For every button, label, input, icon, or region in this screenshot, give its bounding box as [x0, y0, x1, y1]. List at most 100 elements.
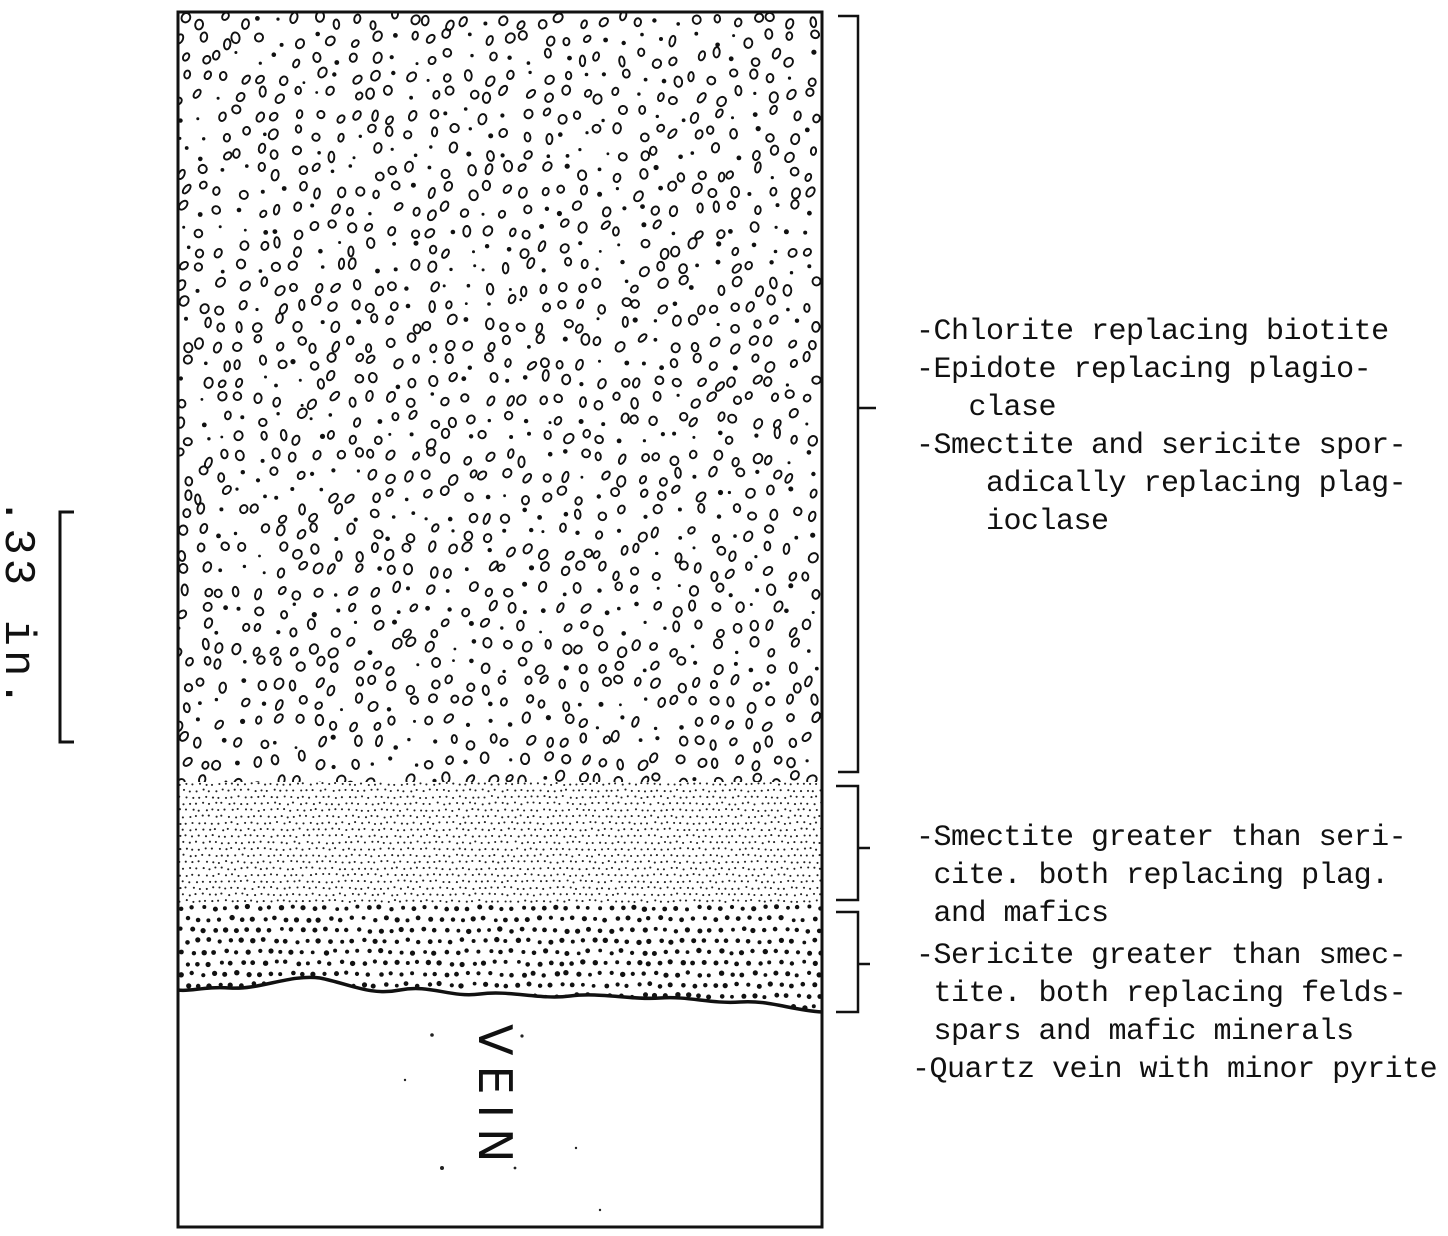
grain-mark	[196, 542, 206, 553]
stipple-dot	[558, 802, 561, 805]
stipple-dot	[484, 809, 487, 812]
stipple-dot	[410, 790, 413, 793]
coarse-dot	[209, 1006, 213, 1011]
stipple-dot	[448, 881, 451, 884]
stipple-dot	[818, 867, 821, 870]
grain-mark	[502, 669, 506, 674]
coarse-dot	[272, 915, 277, 921]
grain-mark	[352, 110, 362, 121]
stipple-dot	[744, 835, 747, 838]
grain-mark	[440, 451, 451, 464]
stipple-dot	[552, 853, 555, 856]
stipple-dot	[705, 887, 708, 890]
stipple-dot	[246, 802, 249, 806]
grain-mark	[517, 30, 528, 41]
grain-mark	[643, 77, 648, 82]
stipple-dot	[685, 796, 688, 799]
stipple-dot	[283, 835, 286, 838]
coarse-dot	[454, 971, 459, 977]
grain-mark	[268, 111, 279, 122]
stipple-dot	[236, 807, 239, 811]
coarse-dot	[586, 926, 591, 932]
stipple-dot	[757, 809, 760, 813]
grain-mark	[252, 781, 262, 782]
stipple-dot	[546, 893, 549, 896]
grain-mark	[441, 248, 450, 259]
grain-mark	[688, 585, 700, 597]
grain-mark	[337, 257, 346, 270]
stipple-dot	[562, 886, 565, 889]
stipple-dot	[584, 788, 587, 791]
grain-mark	[577, 169, 588, 181]
grain-mark	[650, 660, 660, 671]
stipple-dot	[208, 893, 211, 896]
coarse-dot	[499, 972, 504, 977]
coarse-dot	[361, 1003, 367, 1009]
grain-mark	[450, 229, 456, 235]
stipple-dot	[286, 829, 289, 832]
grain-mark	[578, 772, 590, 782]
coarse-dot	[802, 959, 807, 964]
stipple-dot	[558, 842, 561, 845]
vein-label: VEIN	[468, 1024, 522, 1173]
coarse-dot	[703, 983, 708, 988]
stipple-dot	[471, 835, 474, 838]
stipple-dot	[402, 814, 405, 817]
stipple-dot	[501, 867, 504, 870]
coarse-dot	[609, 905, 615, 911]
stipple-dot	[578, 868, 581, 871]
coarse-dot	[812, 916, 818, 922]
stipple-dot	[574, 860, 577, 863]
grain-mark	[460, 393, 470, 403]
coarse-dot	[461, 918, 465, 923]
coarse-dot	[509, 906, 514, 911]
coarse-dot	[378, 928, 384, 934]
grain-mark	[412, 451, 421, 461]
stipple-dot	[563, 900, 566, 903]
coarse-dot	[388, 950, 393, 955]
grain-mark	[372, 660, 383, 670]
grain-mark	[439, 200, 450, 212]
grain-mark	[385, 449, 396, 461]
stipple-dot	[793, 828, 796, 832]
coarse-dot	[509, 929, 514, 934]
grain-mark	[752, 112, 758, 117]
grain-mark	[523, 204, 533, 215]
coarse-dot	[291, 970, 296, 976]
stipple-dot	[618, 868, 621, 871]
stipple-dot	[405, 899, 408, 902]
grain-mark	[805, 87, 815, 97]
stipple-dot	[617, 841, 620, 844]
stipple-dot	[497, 822, 500, 825]
stipple-dot	[780, 866, 783, 869]
stipple-dot	[420, 809, 423, 812]
grain-mark	[521, 229, 531, 240]
stipple-dot	[686, 886, 690, 889]
grain-mark	[523, 131, 532, 143]
grain-mark	[346, 636, 356, 647]
vein-specks	[403, 1033, 602, 1212]
grain-mark	[402, 628, 412, 639]
stipple-dot	[520, 803, 523, 806]
stipple-dot	[334, 834, 338, 837]
stipple-dot	[422, 790, 425, 793]
stipple-dot	[282, 783, 285, 786]
stipple-dot	[511, 809, 514, 812]
grain-mark	[537, 699, 546, 709]
stipple-dot	[299, 803, 303, 806]
coarse-dot	[707, 949, 712, 955]
grain-mark	[557, 113, 568, 125]
stipple-dot	[642, 880, 645, 883]
stipple-dot	[325, 842, 328, 845]
grain-mark	[349, 721, 358, 733]
grain-mark	[788, 339, 798, 349]
stipple-dot	[423, 855, 426, 858]
stipple-dot	[815, 808, 818, 812]
stipple-dot	[610, 827, 613, 830]
bracket-lower-zone	[836, 910, 870, 1014]
grain-mark	[598, 250, 602, 253]
stipple-dot	[272, 841, 275, 844]
coarse-dot	[714, 938, 719, 943]
stipple-dot	[607, 887, 611, 890]
grain-mark	[542, 473, 552, 483]
